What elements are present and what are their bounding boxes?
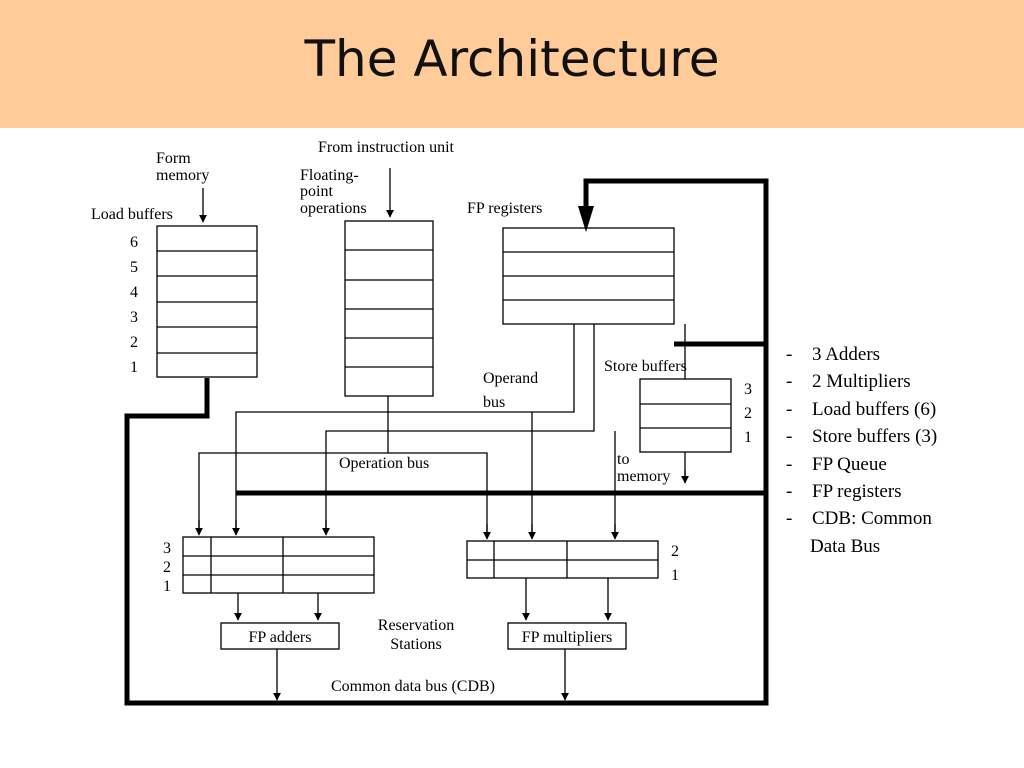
stations-label: Stations	[390, 636, 442, 653]
note-item: -FP Queue	[786, 451, 937, 478]
note-item: -Load buffers (6)	[786, 396, 937, 423]
adder-station-number-2: 2	[163, 559, 171, 576]
load-buffer-number-6: 6	[130, 234, 138, 251]
operation-bus-label: Operation bus	[339, 455, 429, 472]
bus-label: bus	[483, 394, 505, 411]
title-bar	[0, 0, 1024, 128]
fp-multipliers-label: FP multipliers	[522, 629, 613, 646]
multiplier-reservation-stations	[466, 540, 659, 579]
load-buffers-box	[156, 225, 258, 378]
note-text: FP registers	[812, 480, 902, 502]
note-continuation: Data Bus	[810, 535, 881, 557]
store-buffers-label: Store buffers	[604, 358, 687, 375]
notes-list: -3 Adders -2 Multipliers -Load buffers (…	[786, 341, 937, 560]
note-text: FP Queue	[812, 453, 887, 475]
fp-operation-queue-box	[344, 220, 434, 397]
store-buffer-number-2: 2	[744, 405, 752, 422]
note-item: -Store buffers (3)	[786, 423, 937, 450]
slide-title: The Architecture	[304, 30, 720, 88]
operand-and-operation-bus-lines	[198, 324, 686, 534]
operand-label: Operand	[483, 370, 538, 387]
load-buffer-number-3: 3	[130, 309, 138, 326]
store-buffer-number-1: 1	[744, 429, 752, 446]
load-buffer-number-5: 5	[130, 259, 138, 276]
store-buffer-number-3: 3	[744, 381, 752, 398]
note-item: -FP registers	[786, 478, 937, 505]
from-instruction-unit-label: From instruction unit	[318, 139, 455, 156]
fp-registers-label: FP registers	[467, 200, 542, 217]
form-label: Form	[156, 150, 191, 167]
point-label: point	[300, 183, 333, 200]
load-buffer-number-2: 2	[130, 334, 138, 351]
adder-station-number-3: 3	[163, 540, 171, 557]
note-item: -CDB: Common	[786, 505, 937, 532]
adder-station-number-1: 1	[163, 578, 171, 595]
memory-label: memory	[156, 167, 209, 184]
flow-arrows	[195, 168, 689, 701]
note-item: -3 Adders	[786, 341, 937, 368]
cdb-arrowhead	[578, 206, 594, 232]
adder-reservation-stations	[182, 536, 375, 594]
multiplier-station-number-2: 2	[671, 543, 679, 560]
cdb-label: Common data bus (CDB)	[331, 678, 495, 695]
note-text: CDB: Common	[812, 508, 932, 530]
store-buffers-box	[639, 378, 732, 453]
note-text: Store buffers (3)	[812, 426, 938, 448]
operations-label: operations	[300, 200, 367, 217]
note-text: 3 Adders	[812, 344, 881, 365]
note-text: Load buffers (6)	[812, 398, 937, 420]
load-buffer-number-1: 1	[130, 359, 138, 376]
reservation-label: Reservation	[378, 617, 454, 634]
note-text: 2 Multipliers	[812, 371, 911, 393]
load-buffers-label: Load buffers	[91, 206, 173, 223]
to-label: to	[617, 451, 629, 468]
load-buffer-number-4: 4	[130, 284, 138, 301]
fp-multipliers-box	[507, 622, 627, 650]
fp-adders-label: FP adders	[249, 629, 312, 646]
multiplier-station-number-1: 1	[671, 567, 679, 584]
note-item: -2 Multipliers	[786, 368, 937, 395]
floating-label: Floating-	[300, 167, 359, 184]
fp-registers-box	[502, 227, 675, 325]
to-memory-label: memory	[617, 468, 670, 485]
common-data-bus	[124, 178, 769, 706]
fp-adders-box	[220, 622, 340, 650]
